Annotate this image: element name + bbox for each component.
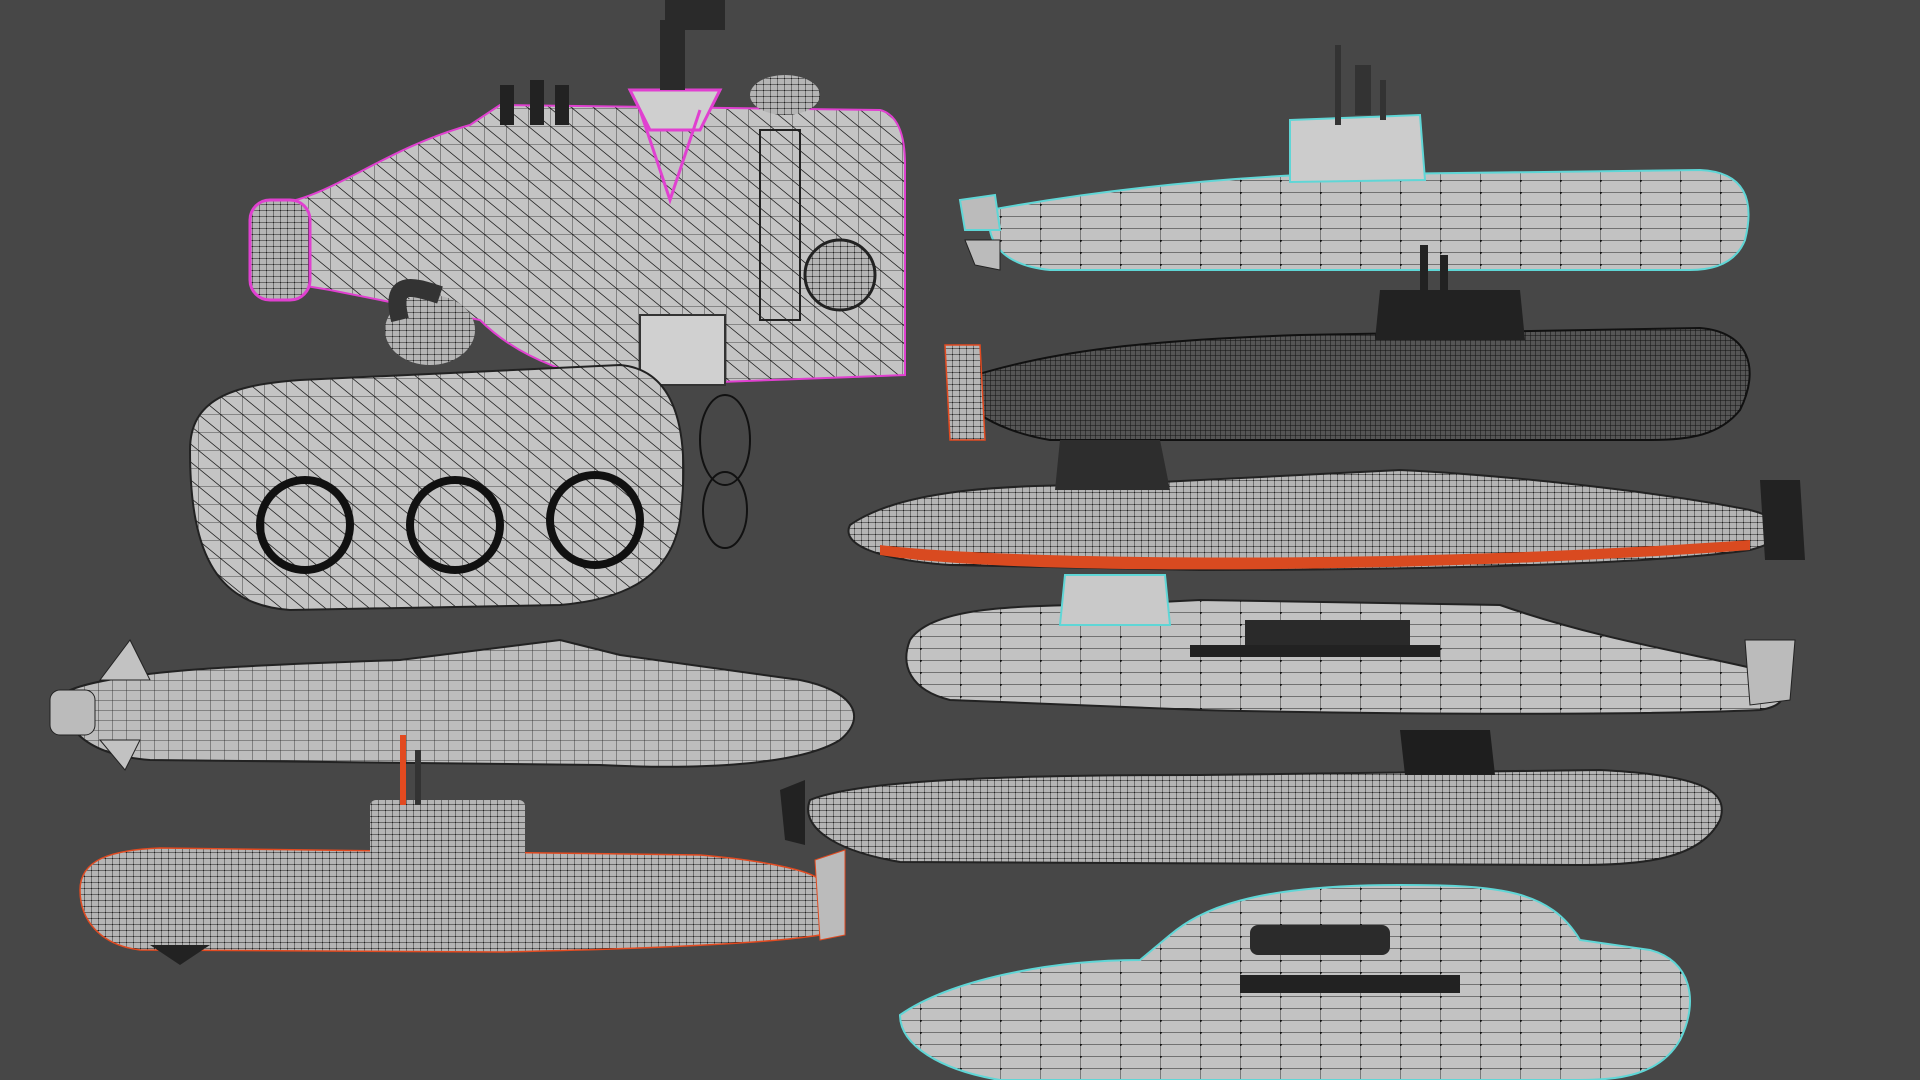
- hatch-submarine-model[interactable]: [898, 883, 1691, 1080]
- steampunk-submarine-model[interactable]: [248, 0, 906, 387]
- red-stripe-submarine-model[interactable]: [847, 440, 1805, 572]
- dense-black-submarine-model[interactable]: [944, 245, 1751, 441]
- diesel-submarine-model[interactable]: [79, 735, 846, 965]
- long-cruise-submarine-model[interactable]: [49, 638, 856, 771]
- modern-submarine-a-model[interactable]: [958, 45, 1750, 271]
- missile-submarine-model[interactable]: [905, 574, 1796, 715]
- sail-submarine-model[interactable]: [780, 730, 1723, 867]
- cartoon-submarine-model[interactable]: [188, 278, 751, 612]
